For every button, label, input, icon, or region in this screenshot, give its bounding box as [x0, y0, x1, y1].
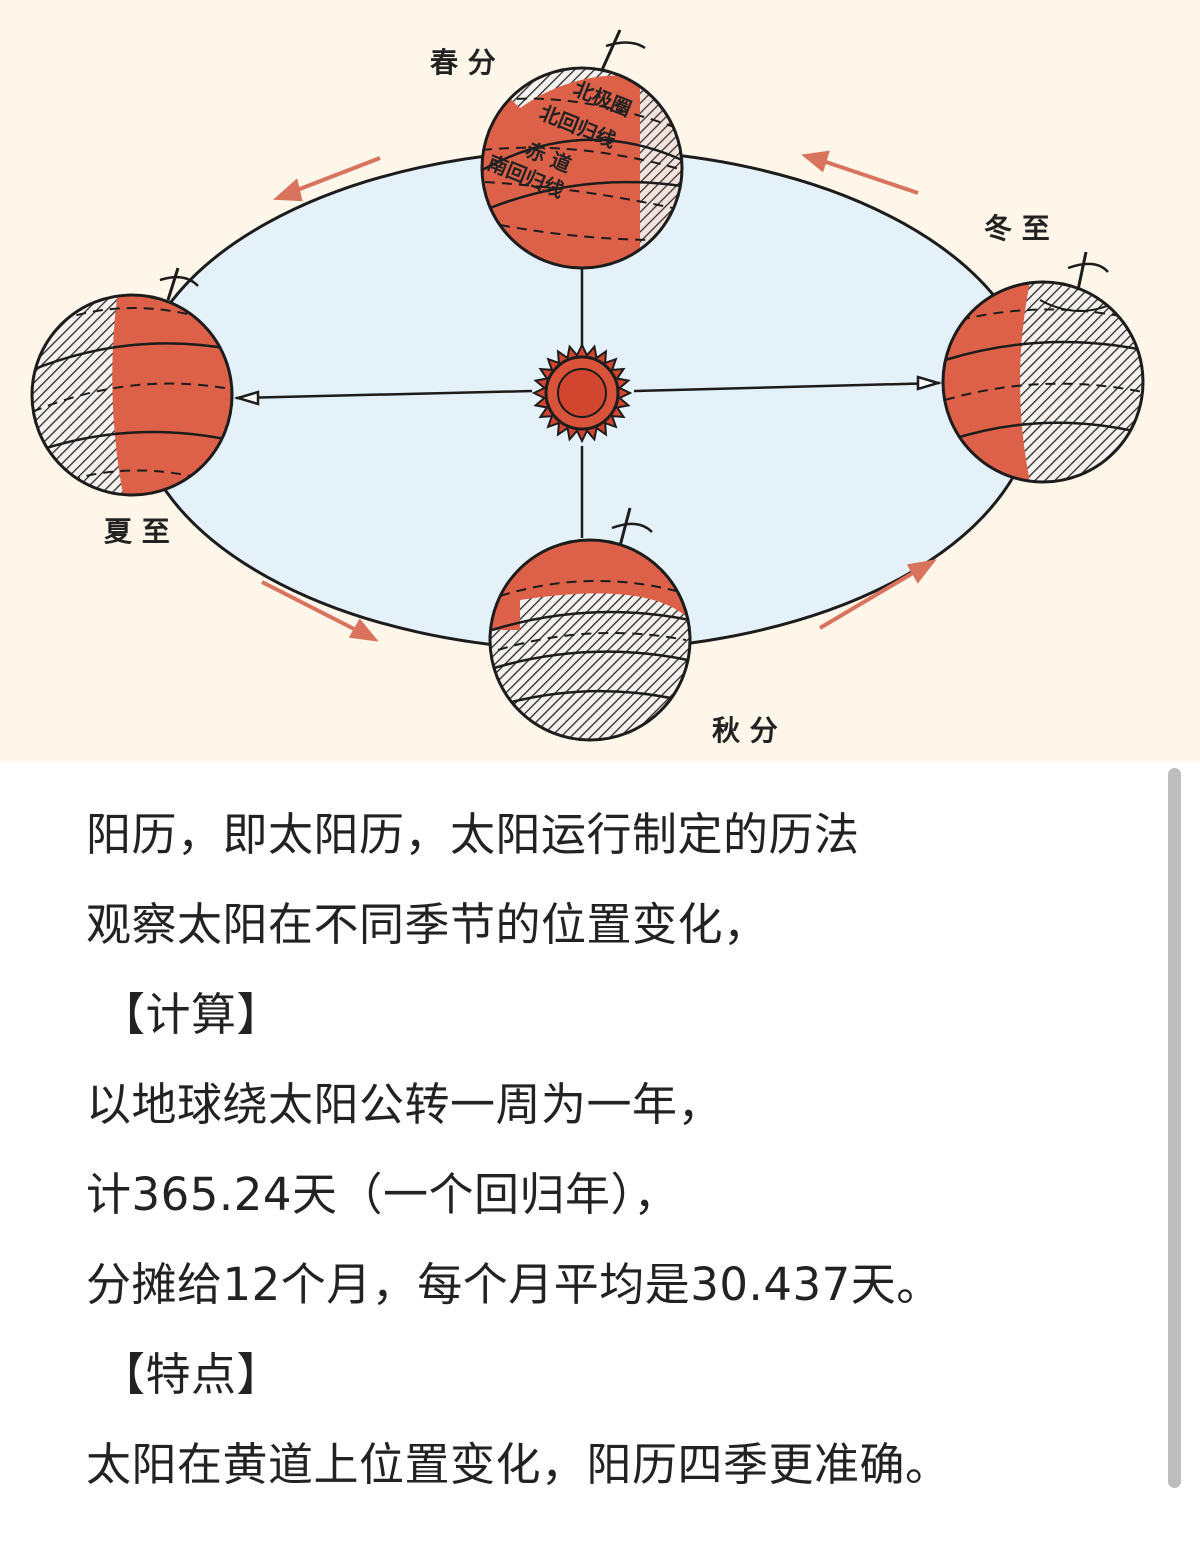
text-line-1: 阳历，即太阳历，太阳运行制定的历法 [86, 808, 860, 861]
section-heading-calculation: 【计算】 [100, 988, 283, 1041]
scrollbar-thumb[interactable] [1168, 768, 1181, 1488]
orbit-diagram-svg: 春 分 夏 至 秋 分 冬 至 北极圈 北回归线 赤 道 南回归线 [30, 29, 1145, 747]
text-line-2: 观察太阳在不同季节的位置变化， [86, 898, 769, 951]
text-line-8: 太阳在黄道上位置变化，阳历四季更准确。 [86, 1438, 951, 1491]
text-line-6: 分摊给12个月，每个月平均是30.437天。 [86, 1258, 942, 1311]
earth-winter-solstice [941, 251, 1145, 484]
article-text: 阳历，即太阳历，太阳运行制定的历法 观察太阳在不同季节的位置变化， 【计算】 以… [86, 790, 1146, 1510]
text-line-4: 以地球绕太阳公转一周为一年， [86, 1078, 724, 1131]
orbit-direction-arrows [261, 150, 937, 642]
label-spring-equinox: 春 分 [430, 46, 496, 79]
label-winter-solstice: 冬 至 [984, 212, 1050, 245]
label-summer-solstice: 夏 至 [104, 515, 170, 548]
label-autumn-equinox: 秋 分 [712, 714, 778, 747]
section-heading-features: 【特点】 [100, 1348, 283, 1401]
earth-orbit-diagram: 春 分 夏 至 秋 分 冬 至 北极圈 北回归线 赤 道 南回归线 [0, 0, 1200, 762]
sun-icon [531, 342, 633, 444]
earth-summer-solstice [30, 267, 234, 497]
text-line-5: 计365.24天（一个回归年）， [86, 1168, 679, 1221]
